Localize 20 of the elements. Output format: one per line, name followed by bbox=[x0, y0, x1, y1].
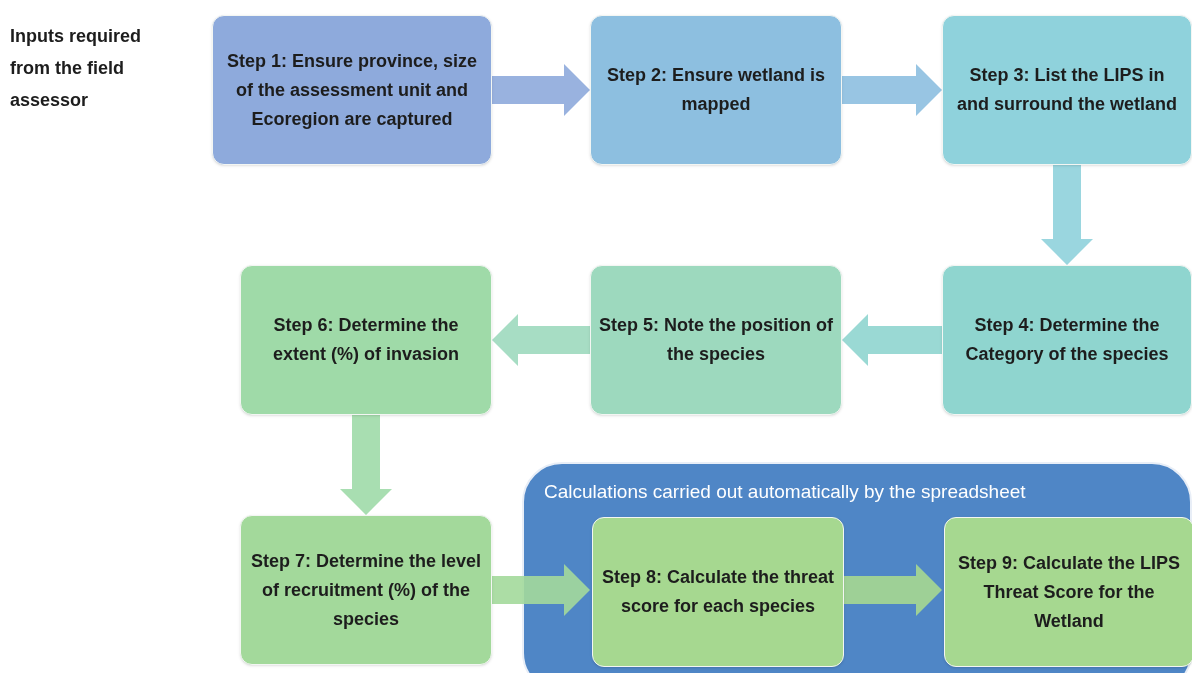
block-arrow bbox=[492, 564, 590, 616]
block-arrow bbox=[492, 314, 590, 366]
step-box: Step 4: Determine the Category of the species bbox=[942, 265, 1192, 415]
step-box: Step 9: Calculate the LIPS Threat Score for the Wetland bbox=[944, 517, 1192, 667]
block-arrow bbox=[1041, 165, 1093, 265]
step-box: Step 8: Calculate the threat score for each species bbox=[592, 517, 844, 667]
block-arrow bbox=[492, 64, 590, 116]
block-arrow bbox=[842, 64, 942, 116]
step-box: Step 3: List the LIPS in and surround the wetland bbox=[942, 15, 1192, 165]
step-box: Step 1: Ensure province, size of the assessment unit and Ecoregion are captured bbox=[212, 15, 492, 165]
block-arrow bbox=[340, 415, 392, 515]
block-arrow bbox=[842, 314, 942, 366]
calculation-panel bbox=[522, 462, 1192, 673]
step-box: Step 2: Ensure wetland is mapped bbox=[590, 15, 842, 165]
step-box: Step 6: Determine the extent (%) of invasion bbox=[240, 265, 492, 415]
side-note: Inputs required from the field assessor bbox=[10, 25, 142, 112]
step-box: Step 5: Note the position of the species bbox=[590, 265, 842, 415]
step-box: Step 7: Determine the level of recruitment (%) of the species bbox=[240, 515, 492, 665]
panel-heading: Calculations carried out automatically by the spreadsheet bbox=[544, 480, 1026, 504]
block-arrow bbox=[842, 564, 942, 616]
